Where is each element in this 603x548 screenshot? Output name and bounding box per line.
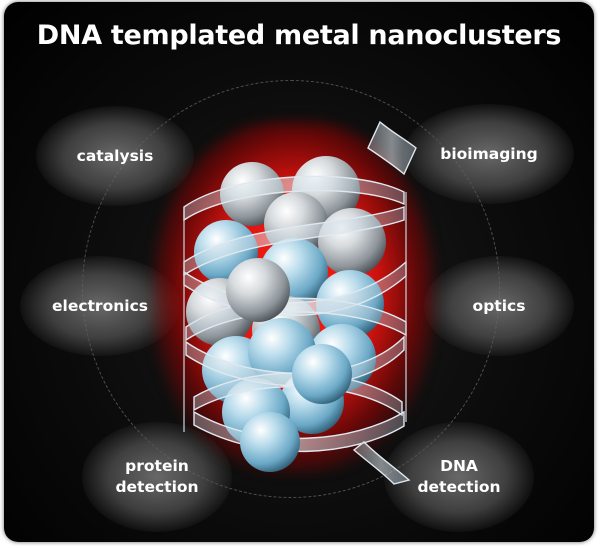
protein-detection-line1: protein — [125, 457, 189, 475]
application-electronics: electronics — [20, 256, 180, 356]
dna-detection-line2: detection — [417, 478, 501, 496]
application-optics: optics — [424, 256, 574, 356]
protein-detection-label: protein detection — [115, 456, 198, 498]
diagram-panel: DNA templated metal nanoclusters catalys… — [4, 2, 594, 542]
bioimaging-label: bioimaging — [440, 144, 538, 163]
electronics-label: electronics — [52, 296, 148, 315]
diagram-title: DNA templated metal nanoclusters — [36, 20, 562, 51]
dna-detection-line1: DNA — [440, 457, 478, 475]
application-dna-detection: DNA detection — [384, 422, 534, 532]
application-bioimaging: bioimaging — [404, 104, 574, 204]
optics-label: optics — [472, 296, 526, 315]
dna-detection-label: DNA detection — [417, 456, 500, 498]
protein-detection-line2: detection — [115, 478, 199, 496]
nanocluster-front-spheres — [226, 258, 352, 472]
metal-nanocluster-illustration — [183, 120, 417, 485]
application-catalysis: catalysis — [36, 106, 194, 206]
catalysis-label: catalysis — [76, 146, 154, 165]
